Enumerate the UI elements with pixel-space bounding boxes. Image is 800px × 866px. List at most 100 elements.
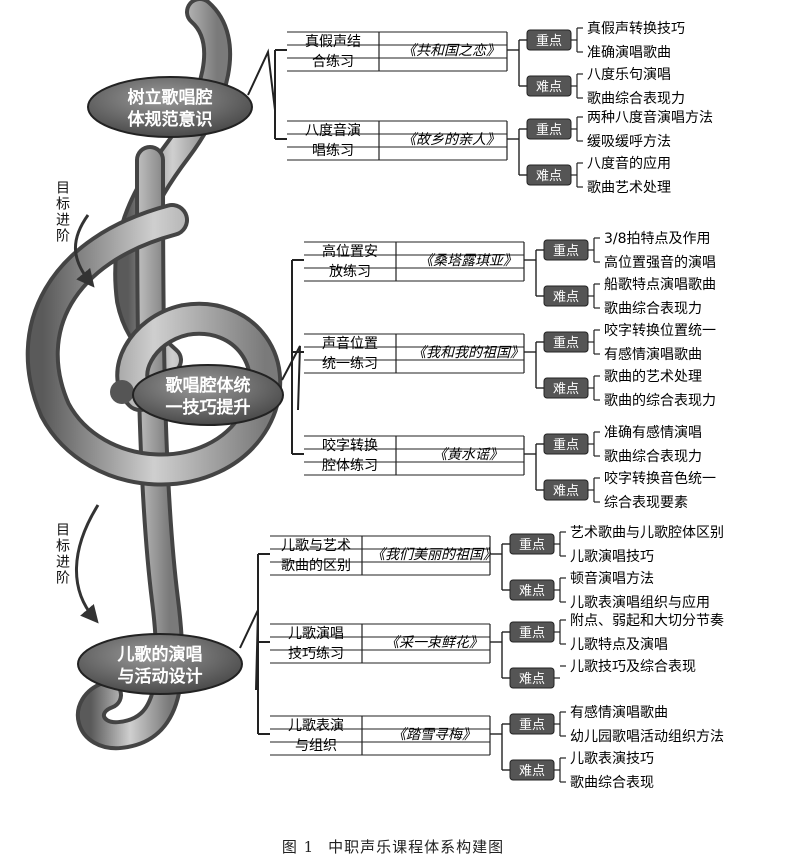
stage-title-line-1: 歌唱腔体统 (166, 375, 251, 396)
key-point-badge-label: 重点 (536, 122, 562, 138)
difficulty-badge-label: 难点 (519, 672, 545, 687)
key-point-text: 有感情演唱歌曲 (604, 346, 702, 363)
key-point-text: 两种八度音演唱方法 (587, 109, 713, 126)
difficulty-badge-label: 难点 (553, 290, 579, 305)
module-block: 儿歌与艺术歌曲的区别《我们美丽的祖国》重点艺术歌曲与儿歌腔体区别儿歌演唱技巧难点… (258, 525, 724, 611)
module-topic-line-1: 儿歌表演 (288, 718, 344, 734)
difficulty-text: 八度音的应用 (587, 155, 671, 172)
key-point-text: 有感情演唱歌曲 (570, 704, 668, 721)
difficulty-badge-label: 难点 (536, 80, 562, 95)
key-point-text: 艺术歌曲与儿歌腔体区别 (570, 525, 724, 541)
module-topic-line-1: 高位置安 (322, 243, 378, 260)
module-topic-line-2: 腔体练习 (322, 458, 378, 474)
difficulty-badge-label: 难点 (553, 484, 579, 499)
module-block: 声音位置统一练习《我和我的祖国》重点咬字转换位置统一有感情演唱歌曲难点歌曲的艺术… (292, 322, 716, 409)
stage-hook-line (239, 609, 259, 691)
stage-oval (87, 76, 253, 138)
progress-label-1: 目标进阶 (54, 180, 70, 244)
module-topic-line-2: 与组织 (295, 738, 337, 754)
module-topic-line-1: 儿歌与艺术 (281, 538, 351, 554)
module-topic-line-1: 声音位置 (322, 335, 378, 352)
key-point-badge-label: 重点 (553, 437, 579, 453)
figure-number: 图 1 (281, 838, 315, 856)
stage-title-line-1: 儿歌的演唱 (117, 644, 203, 665)
key-point-text: 缓吸缓呼方法 (587, 134, 671, 150)
stage-title-line-2: 体规范意识 (128, 109, 213, 130)
difficulty-badge-label: 难点 (553, 382, 579, 397)
key-point-badge-label: 重点 (553, 243, 579, 259)
difficulty-text: 歌曲综合表现 (570, 775, 654, 791)
stage-hook-line (281, 345, 301, 411)
key-point-text: 准确有感情演唱 (604, 424, 702, 441)
module-topic-line-2: 歌曲的区别 (281, 558, 351, 574)
module-song: 《故乡的亲人》 (402, 132, 500, 148)
module-song: 《我们美丽的祖国》 (371, 547, 497, 563)
progress-label-2: 目标进阶 (54, 522, 70, 586)
stage-title-line-2: 与活动设计 (118, 666, 203, 687)
module-topic-line-2: 技巧练习 (288, 646, 344, 662)
module-song: 《共和国之恋》 (402, 43, 500, 59)
key-point-text: 儿歌特点及演唱 (570, 637, 668, 653)
module-topic-line-2: 合练习 (312, 54, 354, 70)
key-point-text: 咬字转换位置统一 (604, 322, 716, 339)
stage-title-line-1: 树立歌唱腔 (128, 87, 213, 108)
module-song: 《黄水谣》 (433, 447, 503, 463)
figure-caption: 图 1 中职声乐课程体系构建图 (0, 836, 800, 857)
difficulty-text: 顿音演唱方法 (570, 570, 654, 587)
stage-oval (132, 364, 284, 426)
difficulty-text: 八度乐句演唱 (587, 67, 671, 83)
difficulty-text: 歌曲综合表现力 (587, 91, 685, 107)
module-block: 八度音演唱练习《故乡的亲人》重点两种八度音演唱方法缓吸缓呼方法难点八度音的应用歌… (275, 109, 713, 196)
difficulty-text: 歌曲的艺术处理 (604, 369, 702, 385)
key-point-text: 高位置强音的演唱 (604, 254, 716, 271)
key-point-text: 准确演唱歌曲 (587, 45, 671, 61)
key-point-badge-label: 重点 (536, 33, 562, 49)
module-topic-line-1: 真假声结 (305, 34, 361, 50)
key-point-text: 歌曲综合表现力 (604, 449, 702, 465)
key-point-text: 附点、弱起和大切分节奏 (570, 613, 724, 629)
key-point-text: 幼儿园歌唱活动组织方法 (570, 729, 724, 745)
module-song: 《我和我的祖国》 (412, 345, 524, 361)
module-song: 《桑塔露琪亚》 (419, 253, 517, 269)
progress-arrow-2 (75, 504, 100, 624)
difficulty-badge-label: 难点 (519, 764, 545, 779)
module-tree-layer: 真假声结合练习《共和国之恋》重点真假声转换技巧准确演唱歌曲难点八度乐句演唱歌曲综… (257, 20, 724, 791)
module-topic-line-1: 咬字转换 (322, 437, 378, 454)
module-song: 《踏雪寻梅》 (392, 727, 476, 743)
difficulty-text: 歌曲综合表现力 (604, 301, 702, 317)
key-point-text: 儿歌演唱技巧 (570, 549, 654, 565)
module-song: 《采一束鲜花》 (385, 635, 483, 651)
key-point-text: 3/8拍特点及作用 (604, 231, 711, 247)
difficulty-text: 综合表现要素 (604, 495, 688, 511)
difficulty-badge-label: 难点 (536, 169, 562, 184)
treble-clef-shape (25, 0, 283, 751)
treble-clef-diagram: 目标进阶 目标进阶 树立歌唱腔体规范意识歌唱腔体统一技巧提升儿歌的演唱与活动设计… (25, 0, 724, 791)
module-topic-line-1: 儿歌演唱 (288, 626, 344, 642)
key-point-badge-label: 重点 (519, 717, 545, 733)
stage-oval (77, 633, 243, 695)
difficulty-badge-label: 难点 (519, 584, 545, 599)
progress-arrow-1 (74, 214, 95, 288)
difficulty-text: 歌曲艺术处理 (587, 180, 671, 196)
difficulty-text: 咬字转换音色统一 (604, 470, 716, 487)
difficulty-text: 儿歌表演唱组织与应用 (570, 594, 710, 611)
module-topic-line-2: 放练习 (329, 264, 371, 280)
difficulty-text: 儿歌表演技巧 (570, 751, 654, 767)
key-point-badge-label: 重点 (519, 625, 545, 641)
difficulty-text: 船歌特点演唱歌曲 (604, 277, 716, 293)
module-topic-line-1: 八度音演 (305, 122, 361, 139)
stage-hook-line (247, 48, 276, 111)
difficulty-text: 儿歌技巧及综合表现 (570, 659, 696, 675)
key-point-text: 真假声转换技巧 (587, 20, 685, 37)
difficulty-text: 歌曲的综合表现力 (604, 393, 716, 409)
figure-title: 中职声乐课程体系构建图 (328, 838, 505, 856)
